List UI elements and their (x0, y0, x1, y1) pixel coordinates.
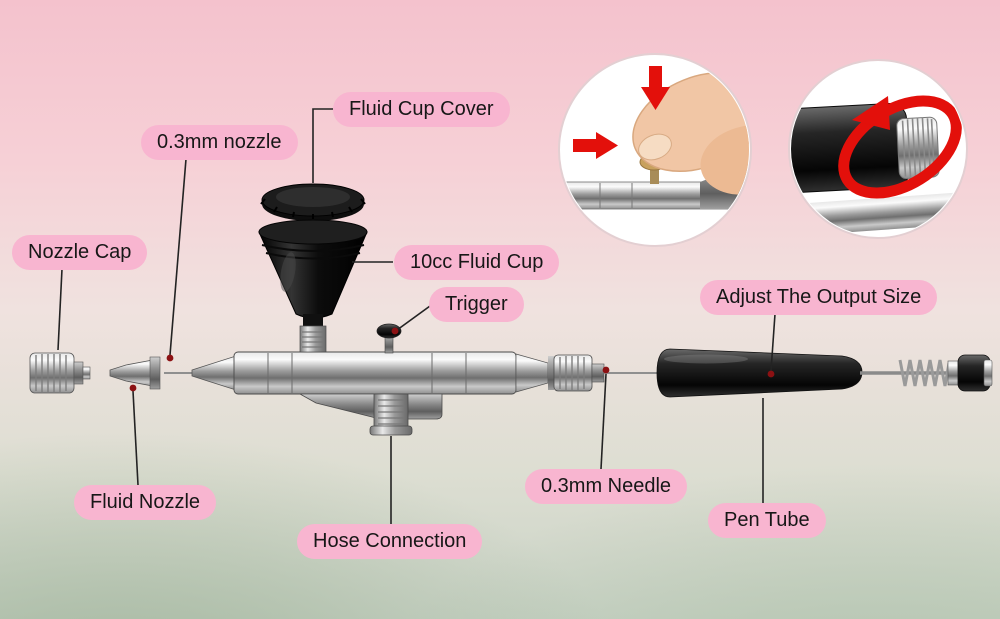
right-arrow-icon (573, 132, 618, 159)
part-pen-tube (656, 348, 863, 398)
label-fluid-cup-cover: Fluid Cup Cover (333, 92, 510, 127)
callout-trigger (396, 305, 431, 331)
part-nozzle-cap (29, 352, 91, 394)
callout-adjust-output (770, 313, 776, 372)
label-nozzle-0-3mm: 0.3mm nozzle (141, 125, 298, 160)
part-fluid-cup (258, 219, 368, 353)
label-nozzle-cap: Nozzle Cap (12, 235, 148, 270)
down-arrow-icon (641, 66, 670, 110)
label-pen-tube: Pen Tube (708, 503, 826, 538)
callout-lines (57, 108, 776, 524)
part-end-knob (947, 354, 993, 392)
part-hose-connection (369, 393, 413, 436)
label-trigger: Trigger (429, 287, 524, 322)
part-body (233, 351, 517, 420)
label-needle-0-3mm: 0.3mm Needle (525, 469, 688, 504)
part-fluid-cup-cover (260, 183, 366, 221)
rotate-arrow-icon (838, 95, 962, 199)
part-trigger (376, 323, 402, 354)
callout-nozzle-cap (57, 268, 63, 351)
callout-fluid-cup-cover (312, 108, 333, 183)
callout-dots (129, 327, 775, 392)
part-spring (898, 359, 951, 387)
inset-rotate-end-cap-photo (788, 59, 968, 239)
part-needle-chuck (548, 354, 605, 392)
label-fluid-nozzle: Fluid Nozzle (74, 485, 217, 520)
callout-nozzle-0-3mm (169, 158, 187, 356)
label-fluid-cup-10cc: 10cc Fluid Cup (394, 245, 560, 280)
callout-needle (600, 373, 607, 470)
inset-press-trigger-photo (558, 53, 752, 247)
label-hose-connection: Hose Connection (297, 524, 483, 559)
part-fluid-nozzle (109, 356, 161, 390)
label-adjust-output-size: Adjust The Output Size (700, 280, 938, 315)
callout-fluid-nozzle (132, 390, 139, 486)
airbrush-parts (29, 183, 993, 436)
